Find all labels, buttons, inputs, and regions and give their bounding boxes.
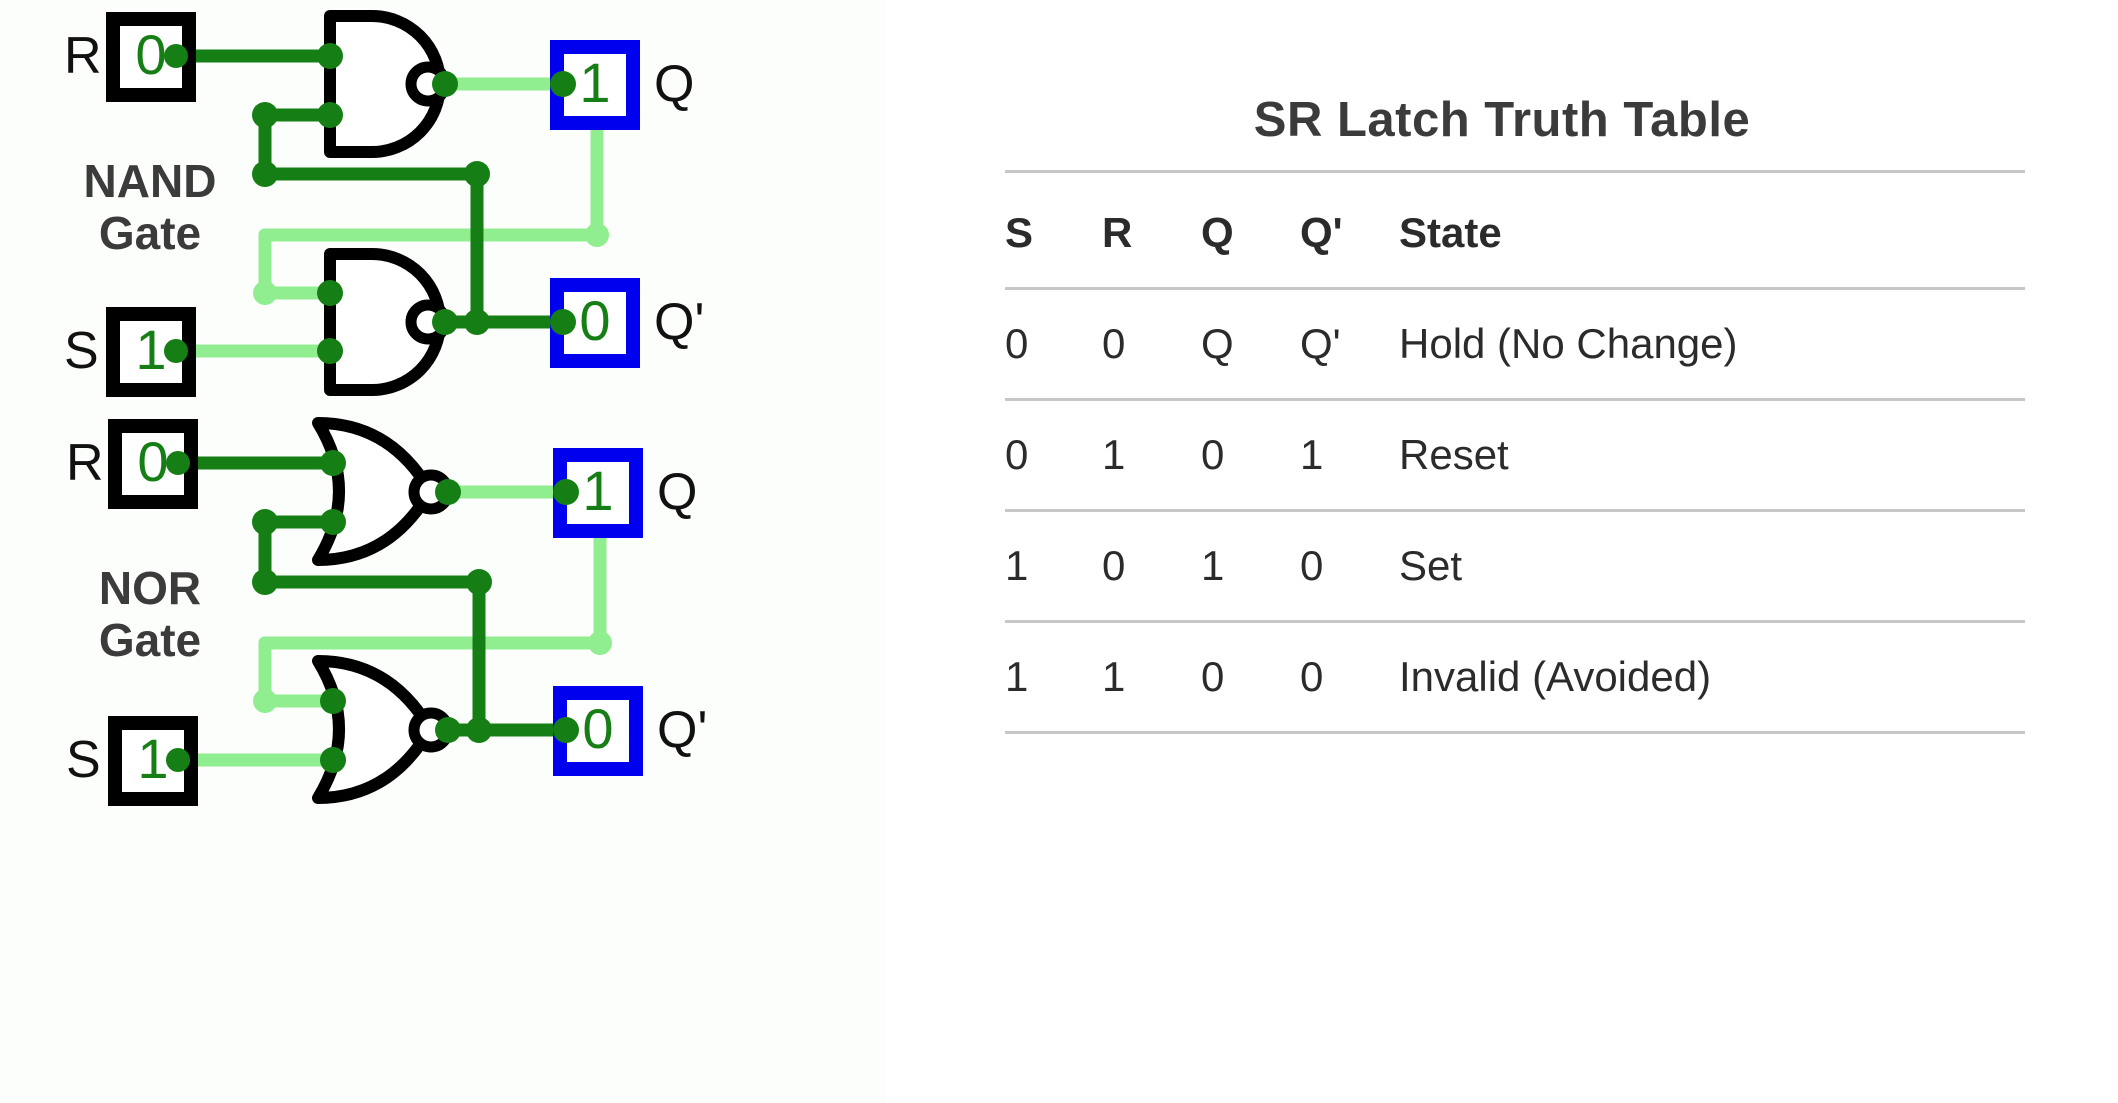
cell-q: 1: [1201, 510, 1300, 623]
nor-input-box-s: [108, 716, 198, 806]
table-body: 0 0 Q Q' Hold (No Change) 0 1 0 1 Reset …: [1005, 288, 2025, 734]
nand-latch-group: [106, 10, 640, 397]
nor-gate-1-body: [312, 417, 436, 566]
cell-s: 0: [1005, 399, 1102, 512]
cell-r: 0: [1102, 510, 1201, 623]
column-header-s: S: [1005, 170, 1102, 290]
nor-output-value-q: 1: [582, 459, 614, 522]
cell-qprime: 0: [1300, 510, 1399, 623]
sr-latch-truth-table: S R Q Q' State 0 0 Q Q' Hold (No Change)…: [1005, 170, 2025, 734]
table-row: 0 0 Q Q' Hold (No Change): [1005, 288, 2025, 401]
nor-input-value-r[interactable]: 0: [137, 430, 169, 493]
cell-r: 1: [1102, 399, 1201, 512]
column-header-r: R: [1102, 170, 1201, 290]
nand-gate-caption: NAND Gate: [83, 155, 217, 259]
cell-state: Reset: [1399, 399, 2025, 512]
cell-s: 1: [1005, 510, 1102, 623]
table-header-row: S R Q Q' State: [1005, 170, 2025, 290]
column-header-q: Q: [1201, 170, 1300, 290]
nand-input-value-s[interactable]: 1: [135, 318, 167, 381]
cell-s: 1: [1005, 621, 1102, 734]
nand-output-label-q: Q: [654, 55, 695, 113]
cell-qprime: 1: [1300, 399, 1399, 512]
cell-state: Set: [1399, 510, 2025, 623]
nor-input-label-r: R: [66, 434, 104, 492]
cell-r: 1: [1102, 621, 1201, 734]
table-title: SR Latch Truth Table: [1253, 93, 1751, 147]
cell-q: 0: [1201, 621, 1300, 734]
table-row: 1 1 0 0 Invalid (Avoided): [1005, 621, 2025, 734]
cell-qprime: Q': [1300, 288, 1399, 401]
nor-gate-2-body: [312, 655, 436, 804]
nor-latch-group: [108, 417, 643, 806]
cell-state: Hold (No Change): [1399, 288, 2025, 401]
circuit-diagram-panel: R 0 S 1 1 Q 0 Q' NAND Gate R 0 S 1 1 Q 0…: [0, 0, 886, 1103]
nand-input-label-s: S: [64, 322, 99, 380]
cell-q: 0: [1201, 399, 1300, 512]
column-header-state: State: [1399, 170, 2025, 290]
nor-gate-caption: NOR Gate: [98, 562, 202, 666]
nor-input-value-s[interactable]: 1: [137, 727, 169, 790]
nand-input-label-r: R: [64, 27, 102, 85]
cell-r: 0: [1102, 288, 1201, 401]
nand-output-value-q: 1: [579, 51, 611, 114]
circuit-schematic-svg: [106, 10, 643, 806]
cell-q: Q: [1201, 288, 1300, 401]
nand-input-box-r: [106, 12, 196, 102]
nand-output-value-qprime: 0: [579, 289, 611, 352]
nor-input-label-s: S: [66, 731, 101, 789]
cell-s: 0: [1005, 288, 1102, 401]
nand-input-value-r[interactable]: 0: [135, 23, 167, 86]
nor-output-label-q: Q: [657, 463, 698, 521]
table-head: S R Q Q' State: [1005, 170, 2025, 290]
nor-output-label-qprime: Q': [657, 701, 708, 759]
table-row: 0 1 0 1 Reset: [1005, 399, 2025, 512]
nand-output-label-qprime: Q': [654, 293, 705, 351]
table-row: 1 0 1 0 Set: [1005, 510, 2025, 623]
truth-table-panel: SR Latch Truth Table S R Q Q' State 0 0 …: [886, 0, 2118, 1103]
column-header-qprime: Q': [1300, 170, 1399, 290]
nor-output-value-qprime: 0: [582, 697, 614, 760]
cell-qprime: 0: [1300, 621, 1399, 734]
cell-state: Invalid (Avoided): [1399, 621, 2025, 734]
